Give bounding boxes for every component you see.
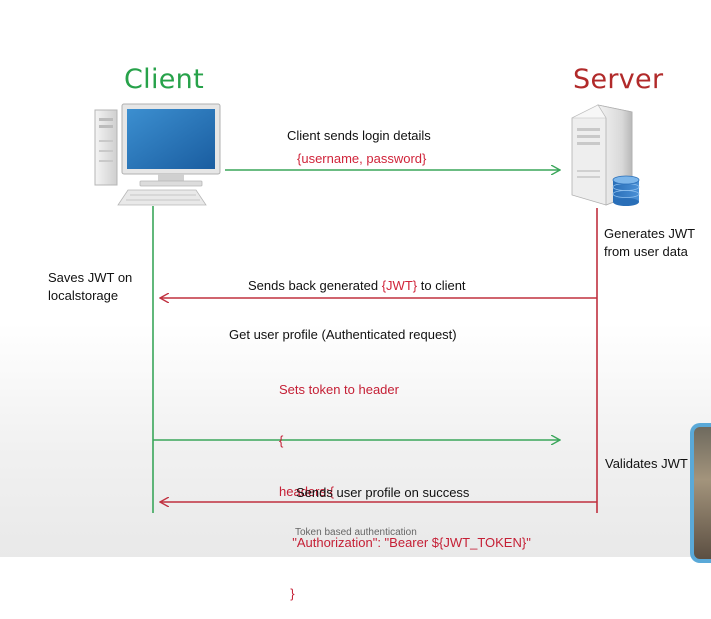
server-title: Server bbox=[573, 64, 664, 95]
generate-jwt-note-line2: from user data bbox=[604, 244, 688, 259]
generate-jwt-note-line1: Generates JWT bbox=[604, 226, 696, 241]
saves-jwt-note-line1: Saves JWT on bbox=[48, 270, 133, 285]
code-line-5: } bbox=[283, 586, 295, 601]
profile-success-label: Sends user profile on success bbox=[296, 485, 470, 500]
saves-jwt-note-line2: localstorage bbox=[48, 288, 119, 303]
send-back-suffix: to client bbox=[417, 278, 466, 293]
presenter-video-thumbnail bbox=[690, 423, 711, 563]
get-profile-label: Get user profile (Authenticated request) bbox=[229, 327, 457, 342]
code-line-4: "Authorization": "Bearer ${JWT_TOKEN}" bbox=[285, 535, 531, 550]
server-database-icon bbox=[571, 104, 640, 206]
saves-jwt-note: Saves JWT on localstorage bbox=[48, 269, 132, 305]
send-back-prefix: Sends back generated bbox=[248, 278, 382, 293]
generate-jwt-note: Generates JWT from user data bbox=[604, 225, 695, 261]
code-line-1: Sets token to header bbox=[279, 382, 399, 397]
header-code-block: Sets token to header { headers:{ "Author… bbox=[279, 347, 531, 619]
send-back-token: {JWT} bbox=[381, 278, 418, 293]
code-line-2: { bbox=[279, 433, 284, 448]
client-title: Client bbox=[124, 64, 204, 95]
send-back-label: Sends back generated {JWT} to client bbox=[248, 278, 466, 293]
desktop-computer-icon bbox=[94, 103, 221, 206]
code-line-3: headers:{ bbox=[279, 484, 334, 499]
validates-jwt-note: Validates JWT bbox=[605, 456, 688, 471]
login-payload: {username, password} bbox=[297, 151, 427, 166]
diagram-caption: Token based authentication bbox=[295, 527, 417, 538]
sequence-diagram bbox=[94, 103, 640, 513]
login-label: Client sends login details bbox=[287, 128, 431, 143]
